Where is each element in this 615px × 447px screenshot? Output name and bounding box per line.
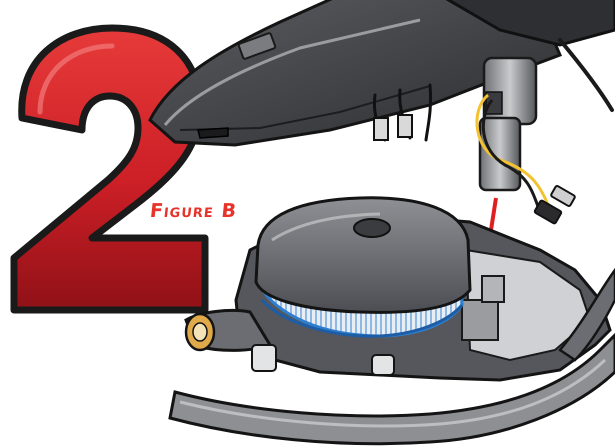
filter-lid — [256, 198, 470, 313]
step-number-graphic — [14, 28, 205, 310]
figure-label: Figure B — [149, 200, 238, 222]
motor-unit — [477, 58, 576, 224]
